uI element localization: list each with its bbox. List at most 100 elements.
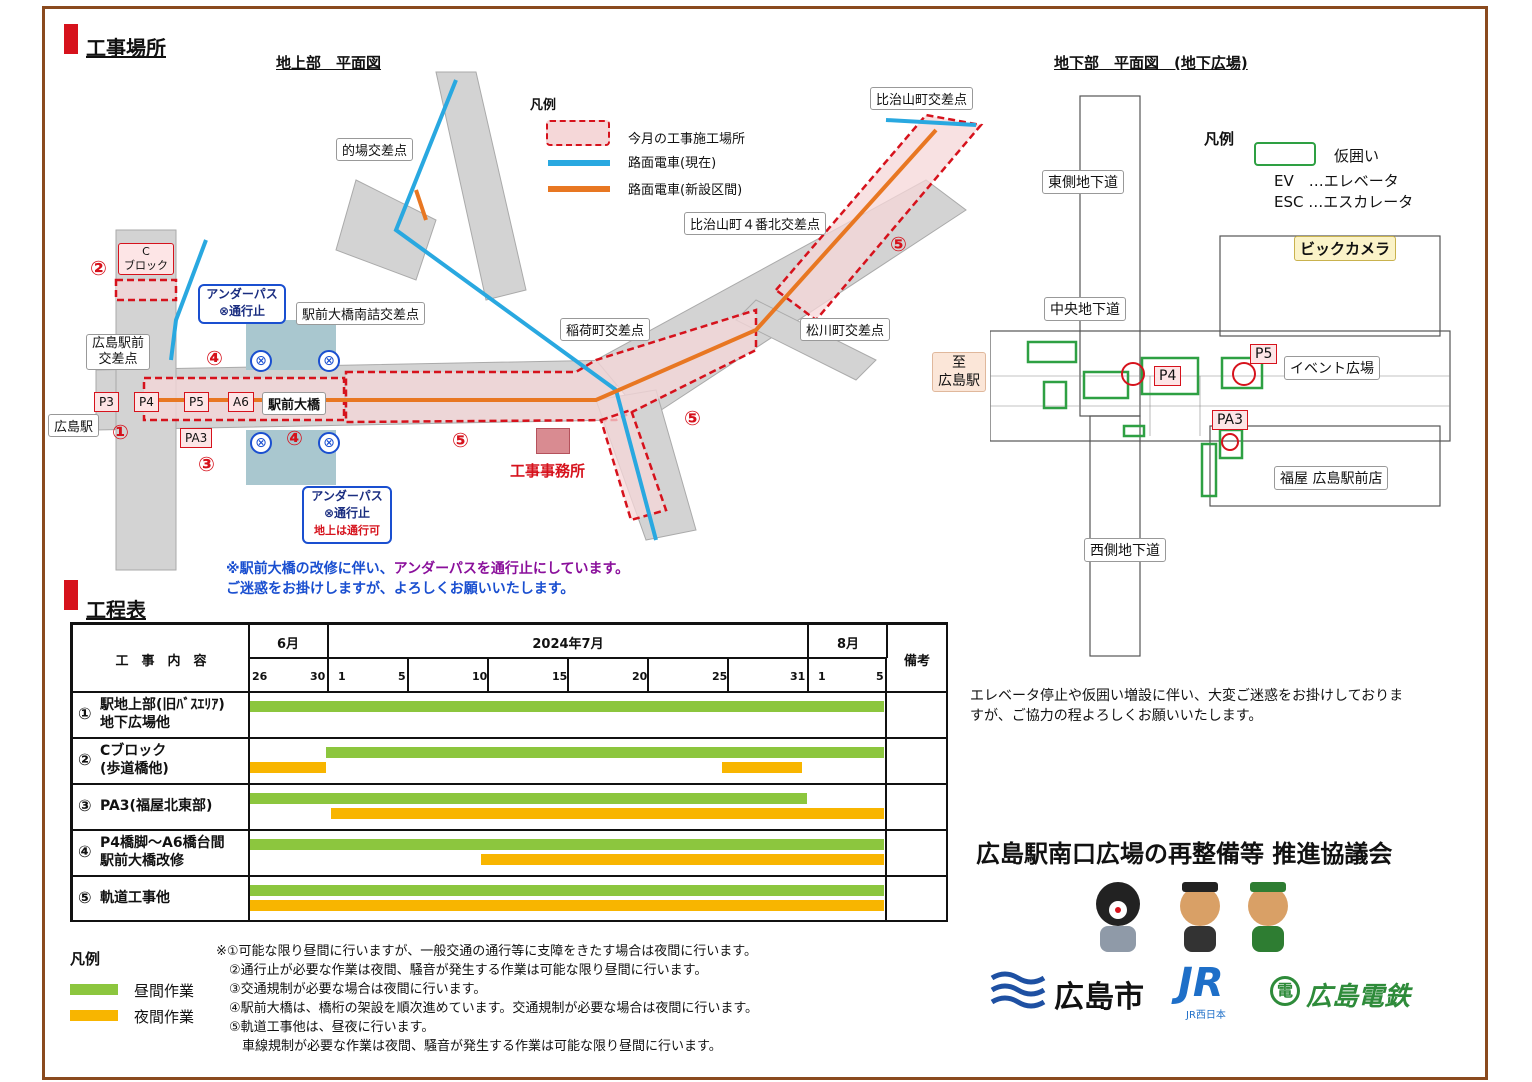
- schedule-row-timeline: [248, 692, 886, 738]
- label-c-block: C ブロック: [118, 243, 174, 275]
- site-area-south: [599, 408, 668, 522]
- label-num-5-northeast: ⑤: [890, 232, 907, 256]
- tram-current-station: [169, 239, 208, 361]
- schedule-row-number: ③: [78, 796, 92, 815]
- schedule-row-timeline: [248, 876, 886, 922]
- label-num-2: ②: [90, 256, 107, 280]
- month-cell-june: [248, 624, 328, 658]
- schedule-row-remarks: [886, 830, 948, 876]
- council-name: 広島駅南口広場の再整備等 推進協議会: [976, 840, 1393, 868]
- schedule-row-number: ①: [78, 704, 92, 723]
- dentetsu-logo-icon: 電: [1270, 976, 1300, 1006]
- day-label: 5: [876, 670, 884, 683]
- schedule-row-title: P4橋脚～A6橋台間駅前大橋改修: [100, 835, 225, 869]
- site-area-cblock: [114, 278, 178, 302]
- label-num-1: ①: [112, 420, 129, 444]
- label-matsukawa: 松川町交差点: [800, 318, 891, 341]
- legend-fence-swatch: [1254, 142, 1316, 166]
- schedule-row-label-cell: [72, 830, 250, 876]
- label-matoba: 的場交差点: [336, 138, 414, 161]
- legend-ev-label: EV …エレベータ: [1274, 172, 1399, 190]
- label-num-4-north: ④: [206, 346, 223, 370]
- day-label: 31: [790, 670, 806, 683]
- tram-mascot-icon: [1248, 882, 1288, 952]
- night-work-bar: [331, 808, 884, 819]
- dentetsu-logo-text: 広島電鉄: [1306, 982, 1411, 1012]
- above-legend-title: 凡例: [530, 98, 557, 113]
- schedule-row-remarks: [886, 784, 948, 830]
- underpass-note-line1: ※駅前大橋の改修に伴い、アンダーパスを通行止にしています。: [226, 561, 630, 577]
- legend-tram-new-label: 路面電車(新設区間): [628, 183, 743, 198]
- label-ekimae-ohashi-minami: 駅前大橋南詰交差点: [296, 302, 426, 325]
- label-inari: 稲荷町交差点: [560, 318, 651, 341]
- month-august: 8月: [836, 637, 860, 652]
- label-num-5-south: ⑤: [684, 406, 701, 430]
- label-p4: P4: [134, 392, 159, 412]
- day-label: 15: [552, 670, 568, 683]
- site-area-northeast: [774, 113, 984, 322]
- legend-site-label: 今月の工事施工場所: [628, 132, 746, 147]
- label-hiroshima-station: 広島駅: [48, 414, 100, 437]
- label-hijiyama: 比治山町交差点: [870, 87, 974, 110]
- underground-note: エレベータ停止や仮囲い増設に伴い、大変ご迷惑をお掛けしておりま すが、ご協力の程…: [970, 688, 1404, 724]
- day-label: 1: [338, 670, 346, 683]
- day-work-bar: [250, 793, 807, 804]
- month-cell-july: [328, 624, 808, 658]
- schedule-legend-title: 凡例: [70, 950, 101, 968]
- city-logo-text: 広島市: [1054, 980, 1144, 1015]
- under-map-title: 地下部 平面図 (地下広場): [1054, 54, 1248, 72]
- month-june: 6月: [276, 637, 300, 652]
- legend-esc-label: ESC …エスカレータ: [1274, 193, 1414, 211]
- schedule-row-title: 駅地上部(旧ﾊﾞｽｴﾘｱ)地下広場他: [100, 697, 225, 731]
- day-label: 30: [310, 670, 326, 683]
- day-work-bar: [250, 701, 884, 712]
- under-legend-title: 凡例: [1204, 130, 1235, 148]
- legend-site-swatch: [546, 120, 610, 146]
- day-work-bar: [250, 885, 884, 896]
- label-fukuya: 福屋 広島駅前店: [1274, 466, 1389, 490]
- underpass-note-line2: ご迷惑をお掛けしますが、よろしくお願いいたします。: [226, 581, 575, 597]
- label-a6: A6: [228, 392, 254, 412]
- day-label: 20: [632, 670, 648, 683]
- underpass-sign-north: アンダーパス ⊗通行止: [198, 284, 286, 324]
- label-under-pa3: PA3: [1212, 410, 1249, 430]
- day-label: 1: [818, 670, 826, 683]
- tram-new-matoba: [414, 189, 428, 221]
- label-pa3: PA3: [180, 428, 213, 448]
- schedule-row-label-cell: [72, 784, 250, 830]
- night-work-bar: [250, 900, 884, 911]
- label-bic-camera: ビックカメラ: [1294, 236, 1397, 261]
- mascot-icons: [1096, 882, 1288, 952]
- label-num-4-south: ④: [286, 426, 303, 450]
- legend-night-swatch: [70, 1010, 118, 1021]
- label-central-passage: 中央地下道: [1044, 297, 1126, 321]
- schedule-row-timeline: [248, 830, 886, 876]
- schedule-row-number: ②: [78, 750, 92, 769]
- day-label: 5: [398, 670, 406, 683]
- label-p5: P5: [184, 392, 209, 412]
- header-remarks-cell: [886, 624, 948, 692]
- day-work-bar: [326, 747, 884, 758]
- schedule-row-title: PA3(福屋北東部): [100, 798, 213, 814]
- schedule-row-remarks: [886, 692, 948, 738]
- label-under-p4: P4: [1154, 366, 1182, 386]
- label-p3: P3: [94, 392, 119, 412]
- label-hijiyama-4: 比治山町４番北交差点: [684, 212, 827, 235]
- schedule-row-label-cell: [72, 876, 250, 922]
- above-map-title: 地上部 平面図: [276, 54, 382, 72]
- label-office: 工事事務所: [510, 462, 586, 480]
- schedule-row-label-cell: [72, 692, 250, 738]
- west-passage: [1089, 415, 1141, 657]
- page-frame: [42, 6, 1488, 1080]
- legend-day-swatch: [70, 984, 118, 995]
- city-logo-icon: [990, 971, 1046, 1009]
- legend-tram-current-label: 路面電車(現在): [628, 156, 717, 171]
- day-label: 10: [472, 670, 488, 683]
- night-work-bar: [722, 762, 802, 773]
- schedule-row-number: ④: [78, 842, 92, 861]
- section-title-site: 工事場所: [86, 36, 166, 60]
- legend-day-label: 昼間作業: [134, 982, 195, 1000]
- road-west: [335, 179, 437, 281]
- night-work-bar: [481, 854, 884, 865]
- label-num-3: ③: [198, 452, 215, 476]
